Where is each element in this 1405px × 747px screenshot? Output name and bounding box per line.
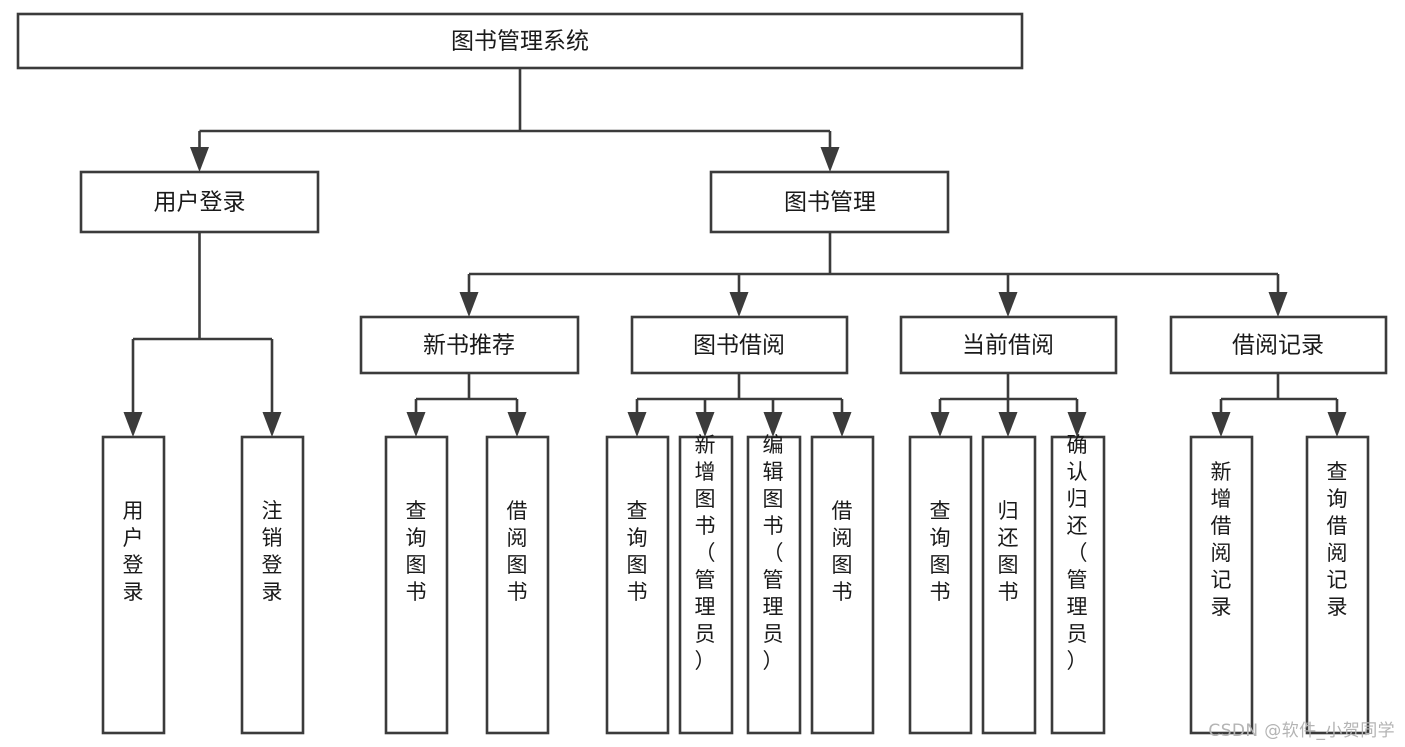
node-root[interactable]: 图书管理系统: [16, 12, 1024, 70]
arrowhead-leaf-add-record: [1211, 412, 1231, 437]
arrowhead-leaf-confirm-return: [1067, 412, 1087, 437]
node-book-borrow[interactable]: 图书借阅: [630, 315, 849, 375]
arrowhead-borrow-record: [1268, 292, 1288, 317]
node-borrow-record[interactable]: 借阅记录: [1169, 315, 1388, 375]
node-user-login-box[interactable]: [79, 170, 320, 234]
node-leaf-add-record-box[interactable]: [1189, 435, 1254, 735]
node-leaf-return-book-label: 归还图书: [998, 499, 1019, 604]
arrowhead-leaf-borrow-book-1: [507, 412, 527, 437]
node-leaf-user-login[interactable]: 用户登录: [101, 435, 166, 735]
node-new-book-rec[interactable]: 新书推荐: [359, 315, 580, 375]
node-leaf-borrow-book-1-label: 借阅图书: [507, 499, 528, 604]
node-leaf-query-book-3-label: 查询图书: [930, 499, 951, 604]
node-leaf-query-book-1[interactable]: 查询图书: [384, 435, 449, 735]
node-leaf-user-login-label: 用户登录: [123, 499, 144, 604]
node-leaf-confirm-return-label: 确认归还（管理员）: [1067, 433, 1088, 673]
node-leaf-add-book-label: 新增图书（管理员）: [695, 433, 716, 673]
node-current-borrow-label: 当前借阅: [962, 333, 1054, 359]
arrowhead-current-borrow: [998, 292, 1018, 317]
node-leaf-query-book-2[interactable]: 查询图书: [605, 435, 670, 735]
arrowhead-leaf-query-record: [1327, 412, 1347, 437]
arrowhead-book-borrow: [729, 292, 749, 317]
node-leaf-edit-book-label: 编辑图书（管理员）: [763, 433, 784, 673]
node-leaf-borrow-book-1-box[interactable]: [485, 435, 550, 735]
node-book-borrow-label: 图书借阅: [693, 333, 785, 359]
node-root-label: 图书管理系统: [451, 29, 589, 55]
node-leaf-return-book-box[interactable]: [981, 435, 1037, 735]
arrowhead-leaf-query-book-1: [406, 412, 426, 437]
node-leaf-confirm-return[interactable]: 确认归还（管理员）: [1050, 433, 1106, 735]
node-leaf-query-book-1-box[interactable]: [384, 435, 449, 735]
node-leaf-query-book-3[interactable]: 查询图书: [908, 435, 973, 735]
node-leaf-confirm-return-box[interactable]: [1050, 435, 1106, 735]
node-leaf-add-record-label: 新增借阅记录: [1211, 460, 1232, 619]
node-root-box[interactable]: [16, 12, 1024, 70]
arrowhead-user-login: [190, 147, 209, 172]
node-leaf-borrow-book-2-box[interactable]: [810, 435, 875, 735]
node-leaf-add-record[interactable]: 新增借阅记录: [1189, 435, 1254, 735]
arrowhead-leaf-return-book: [998, 412, 1018, 437]
node-book-manage-box[interactable]: [709, 170, 950, 234]
node-user-login[interactable]: 用户登录: [79, 170, 320, 234]
node-leaf-query-book-1-label: 查询图书: [406, 499, 427, 604]
node-current-borrow[interactable]: 当前借阅: [899, 315, 1118, 375]
node-book-manage[interactable]: 图书管理: [709, 170, 950, 234]
arrowhead-leaf-query-book-2: [627, 412, 647, 437]
node-leaf-query-book-3-box[interactable]: [908, 435, 973, 735]
node-borrow-record-label: 借阅记录: [1232, 333, 1324, 359]
node-leaf-add-book-box[interactable]: [678, 435, 734, 735]
node-new-book-rec-box[interactable]: [359, 315, 580, 375]
node-leaf-query-record-box[interactable]: [1305, 435, 1370, 735]
arrowhead-book-manage: [820, 147, 840, 172]
node-leaf-edit-book[interactable]: 编辑图书（管理员）: [746, 433, 802, 735]
node-leaf-return-book[interactable]: 归还图书: [981, 435, 1037, 735]
arrowhead-leaf-logout: [262, 412, 282, 437]
node-current-borrow-box[interactable]: [899, 315, 1118, 375]
node-leaf-user-login-box[interactable]: [101, 435, 166, 735]
csdn-watermark: CSDN @软件_小贺同学: [1208, 721, 1395, 741]
node-leaf-edit-book-box[interactable]: [746, 435, 802, 735]
node-leaf-add-book[interactable]: 新增图书（管理员）: [678, 433, 734, 735]
node-leaf-borrow-book-2[interactable]: 借阅图书: [810, 435, 875, 735]
arrowhead-leaf-user-login: [123, 412, 143, 437]
arrowhead-leaf-add-book: [695, 412, 715, 437]
node-leaf-borrow-book-2-label: 借阅图书: [832, 499, 853, 604]
node-leaf-logout-label: 注销登录: [262, 499, 283, 604]
node-leaf-logout-box[interactable]: [240, 435, 305, 735]
node-leaf-logout[interactable]: 注销登录: [240, 435, 305, 735]
node-book-borrow-box[interactable]: [630, 315, 849, 375]
arrowhead-new-book-rec: [459, 292, 479, 317]
node-leaf-query-record[interactable]: 查询借阅记录: [1305, 435, 1370, 735]
arrowhead-leaf-edit-book: [763, 412, 783, 437]
node-leaf-query-book-2-box[interactable]: [605, 435, 670, 735]
node-leaf-query-record-label: 查询借阅记录: [1327, 460, 1348, 619]
node-user-login-label: 用户登录: [154, 190, 246, 216]
node-leaf-borrow-book-1[interactable]: 借阅图书: [485, 435, 550, 735]
arrowhead-leaf-query-book-3: [930, 412, 950, 437]
node-book-manage-label: 图书管理: [784, 190, 876, 216]
node-leaf-query-book-2-label: 查询图书: [627, 499, 648, 604]
connector-layer: [123, 68, 1347, 437]
arrowhead-leaf-borrow-book-2: [832, 412, 852, 437]
node-borrow-record-box[interactable]: [1169, 315, 1388, 375]
node-new-book-rec-label: 新书推荐: [423, 333, 515, 359]
